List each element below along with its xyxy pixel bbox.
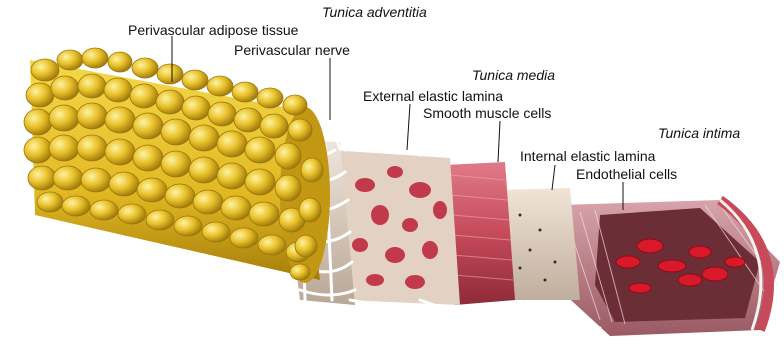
tunica-adventitia-label: Tunica adventitia xyxy=(322,4,427,20)
tunica-intima-label: Tunica intima xyxy=(658,125,740,141)
internal-elastic-lamina-label: Internal elastic lamina xyxy=(520,148,655,164)
tunica-media-label: Tunica media xyxy=(472,67,555,83)
perivascular-adipose-tissue-label: Perivascular adipose tissue xyxy=(128,22,298,38)
perivascular-adipose-tissue-section xyxy=(24,48,330,283)
smooth-muscle-cells-label: Smooth muscle cells xyxy=(423,105,551,121)
endothelial-cells-label: Endothelial cells xyxy=(576,166,677,182)
external-elastic-lamina-label: External elastic lamina xyxy=(363,88,503,104)
tunica-intima-section xyxy=(560,200,780,336)
perivascular-nerve-label: Perivascular nerve xyxy=(234,42,350,58)
